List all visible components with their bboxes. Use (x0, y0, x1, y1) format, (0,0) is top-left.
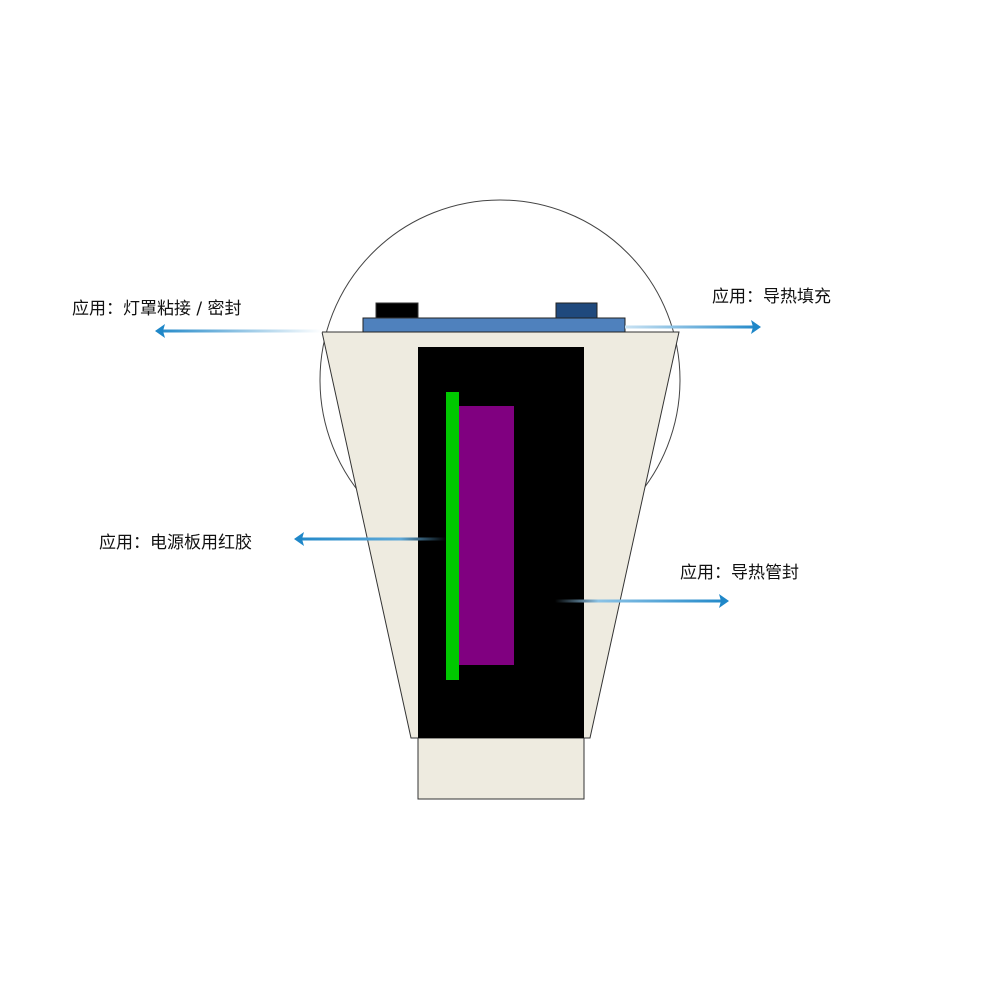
arrow-mid-right (555, 594, 729, 608)
led-chip-blue (555, 302, 598, 319)
label-shade-bonding-sealing: 应用：灯罩粘接 / 密封 (72, 299, 242, 319)
purple-component (459, 406, 514, 665)
arrow-top-left (155, 324, 322, 338)
label-thermal-tube-sealing: 应用：导热管封 (680, 563, 799, 583)
bottom-cap (417, 737, 585, 800)
label-thermal-filling: 应用：导热填充 (712, 287, 831, 307)
label-power-board-red-glue: 应用：电源板用红胶 (99, 533, 252, 553)
arrow-top-right (625, 320, 761, 334)
led-plate (362, 317, 626, 333)
arrow-mid-left (294, 532, 446, 546)
led-chip-black (375, 302, 419, 319)
green-component (446, 392, 459, 680)
